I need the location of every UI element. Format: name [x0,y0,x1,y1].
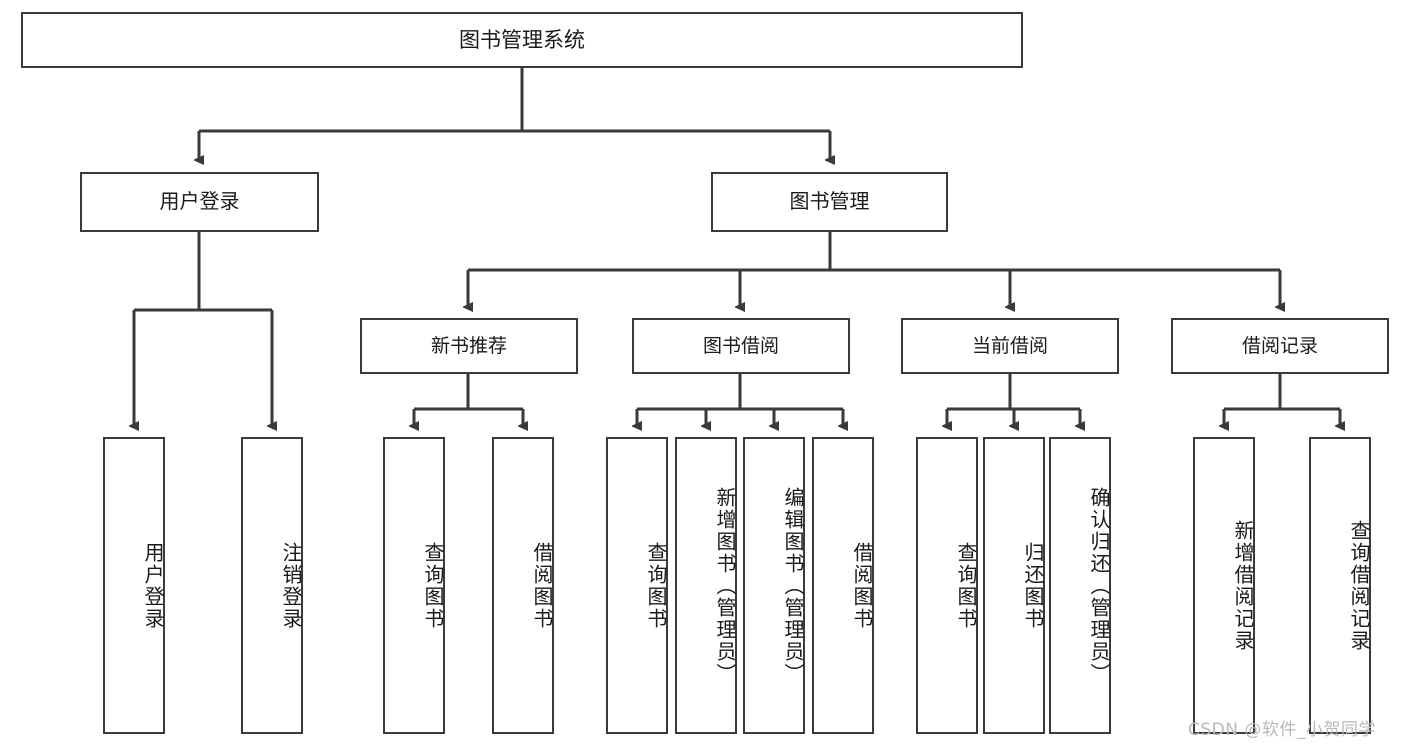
leaf-current-borrow-return-label: 归还图书 [1021,541,1045,630]
leaf-new-book-borrow[interactable]: 借阅图书 [492,437,554,734]
leaf-borrow-record-add[interactable]: 新增借阅记录 [1193,437,1255,734]
leaf-user-login-login[interactable]: 用户登录 [103,437,165,734]
node-book-borrow[interactable]: 图书借阅 [632,318,850,374]
node-current-borrow-label: 当前借阅 [971,334,1048,357]
leaf-book-borrow-borrow-label: 借阅图书 [850,541,874,630]
node-book-borrow-label: 图书借阅 [702,334,779,357]
node-new-book-recommend-label: 新书推荐 [430,334,507,357]
edges-root-to-level1 [199,68,830,160]
edges-userlogin-to-leaves [134,232,272,426]
node-borrow-record-label: 借阅记录 [1241,334,1318,357]
csdn-watermark: CSDN @软件_小贺同学 [1188,720,1376,740]
node-root[interactable]: 图书管理系统 [21,12,1023,68]
leaf-new-book-query-label: 查询图书 [421,541,445,630]
node-book-management[interactable]: 图书管理 [711,172,948,232]
edges-bookborrow-to-leaves [637,374,843,426]
edges-newbook-to-leaves [414,374,523,426]
leaf-user-login-login-label: 用户登录 [141,541,165,630]
node-new-book-recommend[interactable]: 新书推荐 [360,318,578,374]
leaf-borrow-record-query-label: 查询借阅记录 [1347,519,1371,652]
leaf-book-borrow-add-label: 新增图书（管理员） [713,486,737,685]
node-book-management-label: 图书管理 [789,189,870,214]
leaf-book-borrow-edit[interactable]: 编辑图书（管理员） [743,437,805,734]
leaf-book-borrow-query[interactable]: 查询图书 [606,437,668,734]
leaf-current-borrow-query[interactable]: 查询图书 [916,437,978,734]
node-borrow-record[interactable]: 借阅记录 [1171,318,1389,374]
edges-currentborrow-to-leaves [947,374,1080,426]
leaf-current-borrow-query-label: 查询图书 [954,541,978,630]
leaf-current-borrow-confirm[interactable]: 确认归还（管理员） [1049,437,1111,734]
leaf-new-book-borrow-label: 借阅图书 [530,541,554,630]
node-user-login-label: 用户登录 [159,189,240,214]
leaf-borrow-record-add-label: 新增借阅记录 [1231,519,1255,652]
leaf-current-borrow-return[interactable]: 归还图书 [983,437,1045,734]
edges-bookmgmt-to-level2 [468,232,1280,307]
leaf-new-book-query[interactable]: 查询图书 [383,437,445,734]
node-user-login[interactable]: 用户登录 [80,172,319,232]
leaf-borrow-record-query[interactable]: 查询借阅记录 [1309,437,1371,734]
edges-borrowrecord-to-leaves [1224,374,1340,426]
node-current-borrow[interactable]: 当前借阅 [901,318,1119,374]
leaf-user-login-logout-label: 注销登录 [279,541,303,630]
leaf-user-login-logout[interactable]: 注销登录 [241,437,303,734]
leaf-book-borrow-query-label: 查询图书 [644,541,668,630]
leaf-current-borrow-confirm-label: 确认归还（管理员） [1087,486,1111,685]
leaf-book-borrow-add[interactable]: 新增图书（管理员） [675,437,737,734]
leaf-book-borrow-edit-label: 编辑图书（管理员） [781,486,805,685]
node-root-label: 图书管理系统 [459,27,585,52]
leaf-book-borrow-borrow[interactable]: 借阅图书 [812,437,874,734]
